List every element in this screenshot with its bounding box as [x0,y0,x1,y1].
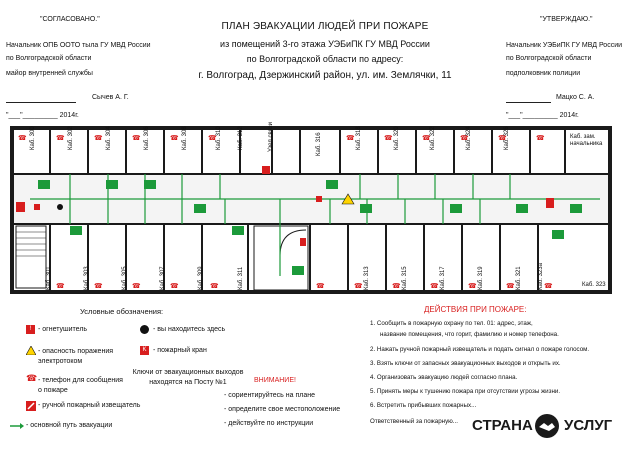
svg-text:☎: ☎ [422,134,431,142]
svg-text:☎: ☎ [94,134,103,142]
stairwell-center [253,225,309,291]
title-line-2: по Волгоградской области по адресу: [246,54,404,64]
svg-text:☎: ☎ [460,134,469,142]
title-address: г. Волгоград, Дзержинский район, ул. им.… [198,70,452,81]
fire-hydrant-icon: K [140,346,149,355]
legend-text: - ручной пожарный извещатель [38,402,141,409]
svg-text:☎: ☎ [544,282,553,290]
evacuation-path [30,174,600,276]
approval-org: по Волгоградской области [506,55,592,62]
bottom-room-walls [49,224,539,292]
svg-text:☎: ☎ [170,282,179,290]
legend-text: - опасность поражения электротоком [38,348,114,366]
approval-label: "УТВЕРЖДАЮ." [540,16,593,23]
svg-text:☎: ☎ [210,282,219,290]
actions-title: ДЕЙСТВИЯ ПРИ ПОЖАРЕ: [424,305,527,314]
stairwell-left [15,225,47,289]
attention-title: ВНИМАНИЕ! [254,377,296,384]
you-are-here-marker [57,204,63,210]
svg-text:☎: ☎ [392,282,401,290]
manual-alarm-icon [26,401,36,411]
svg-text:☎: ☎ [506,282,515,290]
legend-row: K - пожарный кран [140,346,207,355]
extinguisher-icon: ! [26,325,35,334]
approval-date: "___"_________ 2014г. [6,112,79,119]
signature-line [506,102,551,103]
svg-text:☎: ☎ [354,282,363,290]
svg-text:☎: ☎ [94,282,103,290]
svg-text:☎: ☎ [384,134,393,142]
action-item: Ответственный за пожарную... [370,418,458,425]
attention-item: - действуйте по инструкции [224,420,314,427]
approval-name: Сычев А. Г. [92,94,129,101]
approval-rank: майор внутренней службы [6,70,93,77]
svg-text:☎: ☎ [536,134,545,142]
svg-text:☎: ☎ [56,282,65,290]
brand-right: УСЛУГ [564,417,613,434]
brand-left: СТРАНА [472,417,533,434]
floor-plan: ☎ ☎ ☎ ☎ ☎ ☎ ☎ ☎ ☎ ☎ ☎ ☎ ☎ ☎ ☎ ☎ ☎ ☎ ☎ ☎ ☎ ☎ ☎ ☎ [10,126,612,294]
svg-text:☎: ☎ [56,134,65,142]
approval-position: Начальник УЭБиПК ГУ МВД России [506,42,623,49]
phone-icons: ☎ ☎ ☎ ☎ ☎ ☎ ☎ ☎ ☎ ☎ ☎ ☎ ☎ ☎ ☎ ☎ ☎ ☎ ☎ ☎ ☎ ☎ ☎ ☎ [18,134,553,290]
svg-text:☎: ☎ [18,134,27,142]
svg-text:☎: ☎ [132,134,141,142]
action-item: название помещения, что горит, фамилию и… [380,331,559,338]
approval-position: Начальник ОПБ ООТО тыла ГУ МВД России [6,42,151,49]
legend-title: Условные обозначения: [80,307,164,316]
phone-icon: ☎ [26,374,38,384]
svg-text:☎: ☎ [430,282,439,290]
svg-text:☎: ☎ [132,282,141,290]
legend-text: - пожарный кран [153,347,207,354]
action-item: 4. Организовать эвакуацию людей согласно… [370,374,518,381]
approval-date: "___"_________ 2014г. [506,112,579,119]
attention-item: - определите свое местоположение [224,406,341,413]
svg-text:☎: ☎ [346,134,355,142]
action-item: 2. Нажать ручной пожарный извещатель и п… [370,346,590,353]
svg-text:☎: ☎ [316,282,325,290]
top-room-walls [49,128,566,174]
signature-line [6,102,76,103]
approval-rank: подполковник полиции [506,70,581,77]
approval-name: Мацко С. А. [556,94,595,101]
fire-equipment [16,166,554,246]
svg-text:☎: ☎ [170,134,179,142]
svg-text:☎: ☎ [468,282,477,290]
approval-org: по Волгоградской области [6,55,92,62]
legend-text: - основной путь эвакуации [26,422,113,429]
action-item: 6. Встретить прибывших пожарных... [370,402,477,409]
legend-row: ! - огнетушитель [26,325,87,334]
handshake-icon [535,414,559,438]
electric-hazard-sign [341,193,355,205]
legend-text: - вы находитесь здесь [153,326,226,333]
page-title: ПЛАН ЭВАКУАЦИИ ЛЮДЕЙ ПРИ ПОЖАРЕ [221,21,429,32]
evac-route-icon [10,423,24,429]
legend-text: - огнетушитель [38,326,88,333]
attention-item: - сориентируйтесь на плане [224,392,315,399]
title-line-1: из помещений 3-го этажа УЭБиПК ГУ МВД Ро… [220,39,430,49]
legend-text: - телефон для сообщения о пожаре [38,377,123,395]
action-item: 1. Сообщить в пожарную охрану по тел. 01… [370,320,533,327]
you-are-here-icon [140,325,149,334]
exit-signs [38,180,582,275]
action-item: 3. Взять ключи от запасных эвакуационных… [370,360,561,367]
fire-actions: ДЕЙСТВИЯ ПРИ ПОЖАРЕ: 1. Сообщить в пожар… [366,304,632,432]
keys-note: Ключи от эвакуационных выходов находятся… [132,369,244,386]
svg-text:☎: ☎ [208,134,217,142]
legend: Условные обозначения: ! - огнетушитель -… [10,304,270,434]
action-item: 5. Принять меры к тушению пожара при отс… [370,388,561,395]
brand-watermark: СТРАНА УСЛУГ [470,412,620,440]
electric-hazard-icon [26,346,36,355]
approval-label: "СОГЛАСОВАНО." [40,16,100,23]
svg-text:☎: ☎ [498,134,507,142]
